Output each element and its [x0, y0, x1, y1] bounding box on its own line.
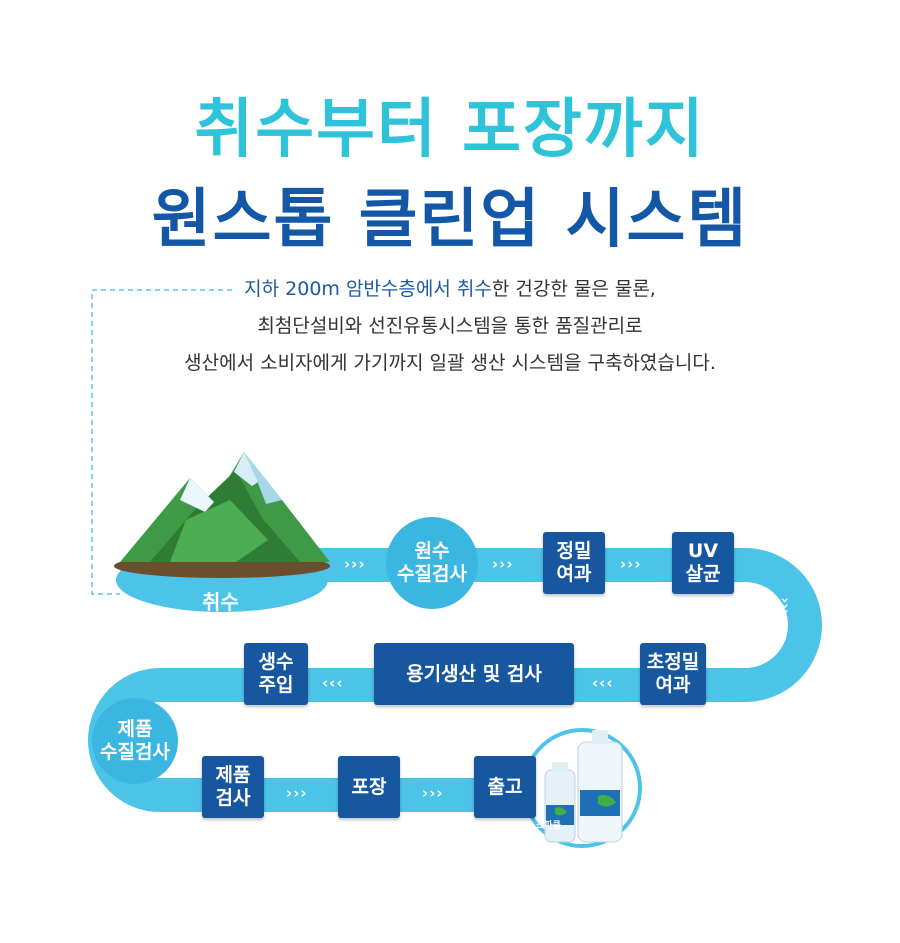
arrow-down: ›››	[776, 597, 793, 615]
step-packaging: 포장	[338, 756, 400, 818]
description-line-3: 생산에서 소비자에게 가기까지 일괄 생산 시스템을 구축하였습니다.	[184, 352, 716, 374]
step-uv-sterilization: UV 살균	[672, 532, 734, 594]
intake-label: 취수	[202, 590, 239, 614]
description-line-1-rest: 한 건강한 물은 물론,	[491, 278, 656, 300]
step-raw-water-test-line-1: 원수	[414, 540, 450, 562]
step-product-inspection-line-1: 제품	[215, 764, 251, 786]
step-raw-water-test: 원수 수질검사	[386, 517, 478, 609]
arrow-right: ›››	[422, 784, 444, 802]
arrow-left: ‹‹‹	[592, 674, 614, 692]
title-line-2: 원스톱 클린업 시스템	[151, 183, 749, 257]
step-water-filling-line-2: 주입	[258, 674, 294, 696]
description-line-1: 지하 200m 암반수층에서 취수한 건강한 물은 물론,	[0, 274, 900, 301]
description-line-2: 최첨단설비와 선진유통시스템을 통한 품질관리로	[257, 315, 643, 337]
step-shipping: 출고	[474, 756, 536, 818]
step-precision-filter-line-1: 정밀	[556, 540, 592, 562]
step-ultra-filter-line-1: 초정밀	[646, 651, 700, 673]
step-water-filling-line-1: 생수	[258, 651, 294, 673]
arrow-left: ‹‹‹	[322, 674, 344, 692]
step-product-water-test: 제품 수질검사	[92, 698, 178, 784]
step-container-production: 용기생산 및 검사	[374, 643, 574, 705]
step-product-inspection: 제품 검사	[202, 756, 264, 818]
step-uv-line-1: UV	[687, 540, 719, 562]
step-raw-water-test-line-2: 수질검사	[397, 563, 467, 585]
step-precision-filter-line-2: 여과	[556, 563, 592, 585]
title-line-1: 취수부터 포장까지	[194, 93, 706, 167]
arrow-right: ›››	[286, 784, 308, 802]
step-product-water-test-line-1: 제품	[117, 718, 153, 740]
step-product-inspection-line-2: 검사	[215, 787, 251, 809]
step-precision-filter: 정밀 여과	[543, 532, 605, 594]
arrow-right: ›››	[344, 555, 366, 573]
arrow-right: ›››	[620, 555, 642, 573]
dashed-connector	[91, 289, 232, 595]
step-ultra-filter-line-2: 여과	[655, 674, 691, 696]
arrow-right: ›››	[492, 555, 514, 573]
water-bottle-icon	[544, 730, 623, 843]
step-product-water-test-line-2: 수질검사	[100, 741, 170, 763]
step-water-filling: 생수 주입	[244, 643, 308, 705]
step-uv-line-2: 살균	[685, 563, 721, 585]
mountain-illustration	[120, 452, 330, 562]
bottle-brand-label: 스파클	[536, 821, 561, 831]
description-highlight: 지하 200m 암반수층에서 취수	[244, 278, 492, 300]
step-ultra-precision-filter: 초정밀 여과	[640, 643, 706, 705]
